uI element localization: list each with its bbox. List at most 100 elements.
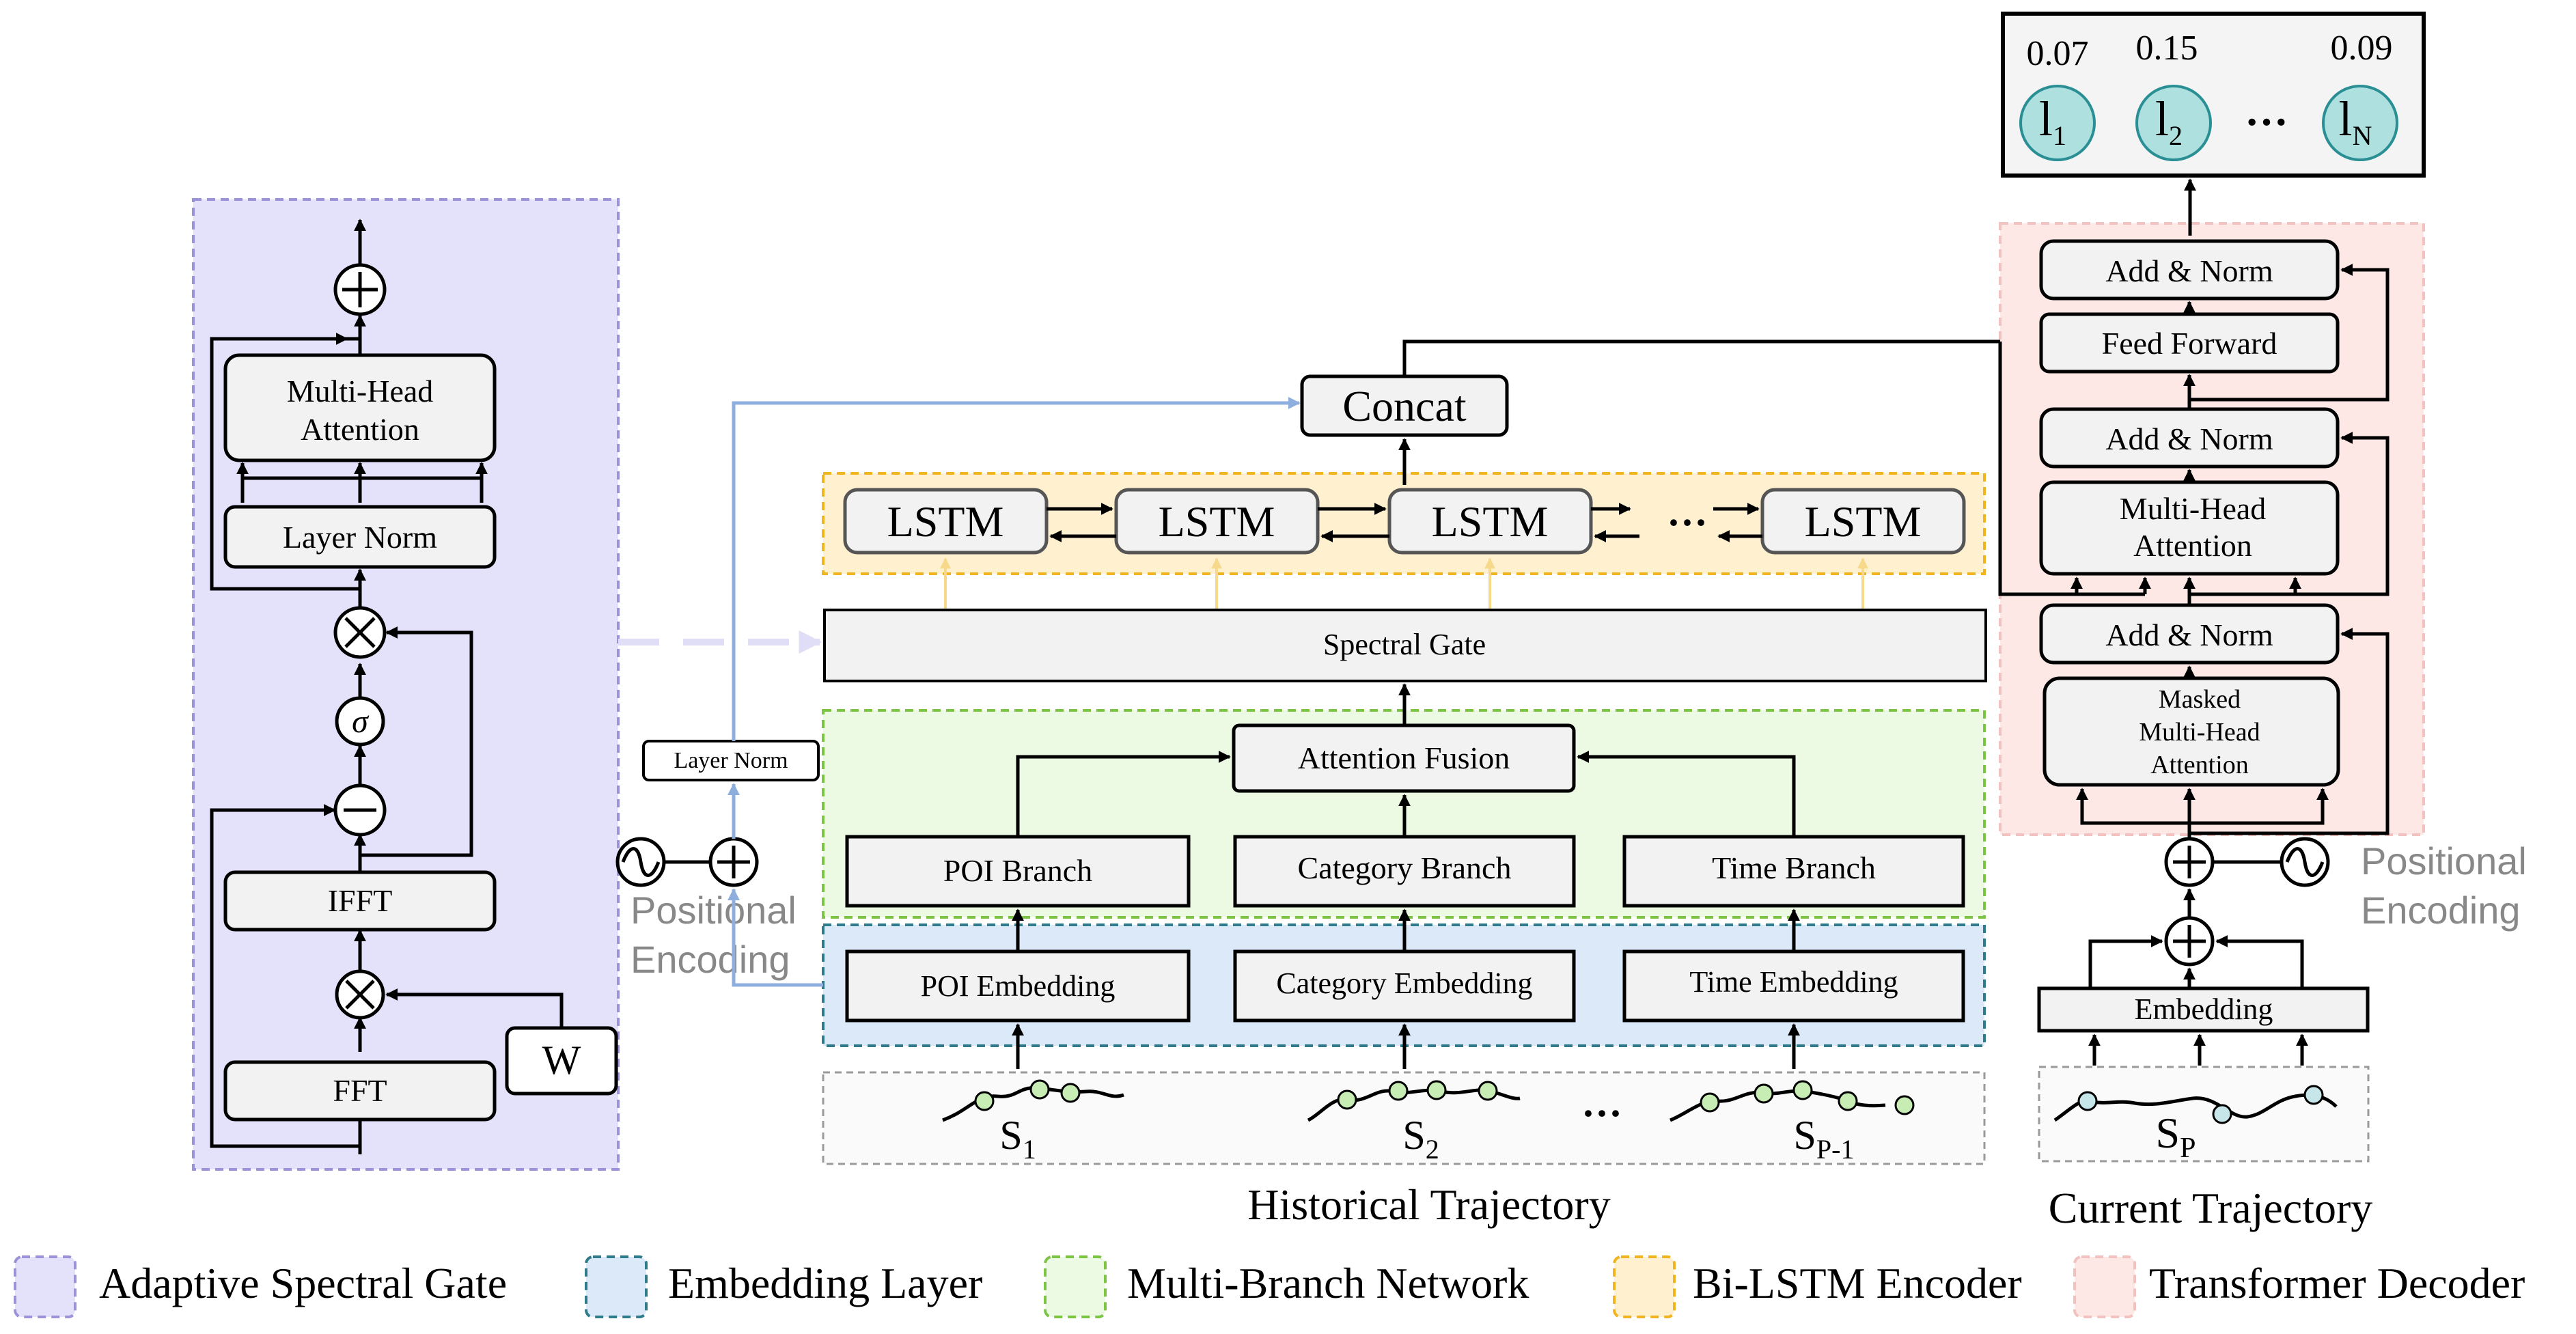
poi-embedding-label: POI Embedding: [921, 969, 1116, 1003]
w-box: [505, 1026, 618, 1096]
lstm-label-2: LSTM: [1159, 497, 1275, 546]
seq-ellipsis: ···: [1581, 1091, 1622, 1136]
legend-swatch-3: [1044, 1255, 1107, 1318]
output-node-2: [2135, 85, 2212, 161]
right-embedding-box: [2037, 986, 2370, 1033]
w-label: W: [542, 1038, 581, 1083]
concat-label: Concat: [1342, 382, 1467, 430]
plus-icon: [342, 272, 378, 307]
time-embedding-label: Time Embedding: [1689, 965, 1898, 999]
historical-trajectory-label: Historical Trajectory: [1247, 1180, 1610, 1229]
category-embedding-label: Category Embedding: [1276, 967, 1532, 1000]
seq-label-2: S2: [1402, 1113, 1439, 1165]
attention-fusion-label: Attention Fusion: [1298, 740, 1510, 775]
attention-fusion-box: [1232, 723, 1576, 793]
add-norm-label-top: Add & Norm: [2105, 253, 2273, 288]
current-sequence-region: [2038, 1066, 2370, 1163]
lstm-box-4: [1760, 488, 1966, 555]
output-node-label-1: l1: [2039, 92, 2066, 151]
seq-dot: [1060, 1083, 1081, 1103]
multiply-icon: [345, 979, 375, 1010]
prob-label-1: 0.07: [2027, 34, 2089, 73]
seq-dot: [1700, 1092, 1720, 1113]
ifft-label: IFFT: [328, 883, 393, 918]
legend-swatch-5: [2073, 1255, 2136, 1318]
sigma-circle: [335, 696, 385, 747]
feed-forward-label: Feed Forward: [2102, 326, 2277, 361]
concat-to-decoder-line: [1402, 339, 2000, 376]
output-node-label-2: l2: [2155, 92, 2183, 151]
right-mha-line2: Attention: [2133, 528, 2252, 563]
right-pos-enc-line2: Encoding: [2361, 889, 2521, 932]
lstm-label-1: LSTM: [887, 497, 1004, 546]
adaptive-spectral-gate-region: [192, 198, 620, 1171]
seq-dot: [1792, 1080, 1813, 1100]
legend-swatch-1: [14, 1255, 77, 1318]
seq-dot: [1426, 1080, 1447, 1100]
fft-label: FFT: [333, 1073, 387, 1108]
output-node-label-3: lN: [2339, 92, 2372, 151]
legend-label-1: Adaptive Spectral Gate: [99, 1259, 507, 1307]
left-mha-line2: Attention: [301, 412, 419, 447]
small-layer-norm-box: [642, 740, 820, 781]
left-layer-norm-label: Layer Norm: [283, 520, 437, 555]
seq-label-1: S1: [999, 1113, 1036, 1165]
sine-wave-icon: [621, 847, 661, 877]
seq-label-3: SP-1: [1794, 1113, 1855, 1165]
output-nodes-ellipsis: ···: [2245, 98, 2288, 146]
poi-branch-label: POI Branch: [943, 853, 1092, 888]
lstm-box-2: [1114, 488, 1320, 555]
time-branch-box: [1622, 835, 1965, 908]
spectral-gate-label: Spectral Gate: [1323, 628, 1486, 661]
seq-dot: [2077, 1091, 2098, 1111]
middle-plus-icon: [717, 846, 750, 878]
category-branch-label: Category Branch: [1298, 850, 1512, 885]
right-mha-line1: Multi-Head: [2120, 491, 2267, 526]
prob-label-2: 0.15: [2136, 29, 2198, 68]
output-node-3: [2322, 85, 2398, 161]
right-embedding-label: Embedding: [2135, 992, 2273, 1026]
output-node-1: [2019, 85, 2096, 161]
seq-dot: [1838, 1091, 1858, 1111]
current-seq-label: SP: [2156, 1109, 2196, 1164]
right-plus-icon-bottom: [2173, 925, 2206, 958]
current-trajectory-label: Current Trajectory: [2049, 1184, 2373, 1232]
left-mha-line1: Multi-Head: [287, 374, 434, 408]
add-norm-label-mid: Add & Norm: [2105, 421, 2273, 456]
add-norm-label-low: Add & Norm: [2105, 617, 2273, 652]
prob-label-3: 0.09: [2331, 29, 2393, 68]
seq-dot: [974, 1091, 995, 1111]
ifft-box: [223, 870, 497, 932]
seq-dot: [2212, 1104, 2232, 1124]
seq-dot: [1388, 1081, 1409, 1101]
left-pos-enc-line2: Encoding: [631, 938, 790, 981]
masked-mha-line3: Attention: [2150, 751, 2249, 779]
seq-dot: [1478, 1081, 1498, 1101]
fft-box: [223, 1060, 497, 1122]
lstm-box-1: [843, 488, 1049, 555]
small-layer-norm-label: Layer Norm: [674, 748, 788, 773]
legend-label-2: Embedding Layer: [668, 1259, 982, 1307]
sigma-label: σ: [352, 704, 370, 740]
seq-dot: [1337, 1089, 1357, 1110]
poi-branch-box: [845, 835, 1191, 908]
gate-multiply-icon: [344, 617, 376, 648]
legend-swatch-2: [585, 1255, 648, 1318]
seq-dot: [2303, 1085, 2324, 1105]
lstm-label-3: LSTM: [1432, 497, 1549, 546]
legend-swatch-4: [1613, 1255, 1676, 1318]
legend-label-4: Bi-LSTM Encoder: [1693, 1259, 2022, 1307]
seq-dot: [1754, 1083, 1774, 1104]
right-pos-enc-line1: Positional: [2361, 839, 2527, 883]
legend-label-3: Multi-Branch Network: [1127, 1259, 1529, 1307]
spectral-gate-box: [823, 609, 1987, 682]
left-mha-box: [223, 353, 497, 462]
seq-dot: [1894, 1095, 1915, 1115]
masked-mha-line1: Masked: [2159, 685, 2241, 714]
left-layer-norm-box: [223, 505, 497, 569]
left-pos-enc-line1: Positional: [631, 889, 797, 932]
category-branch-box: [1233, 835, 1576, 908]
add-norm-box-top: [2039, 239, 2340, 301]
